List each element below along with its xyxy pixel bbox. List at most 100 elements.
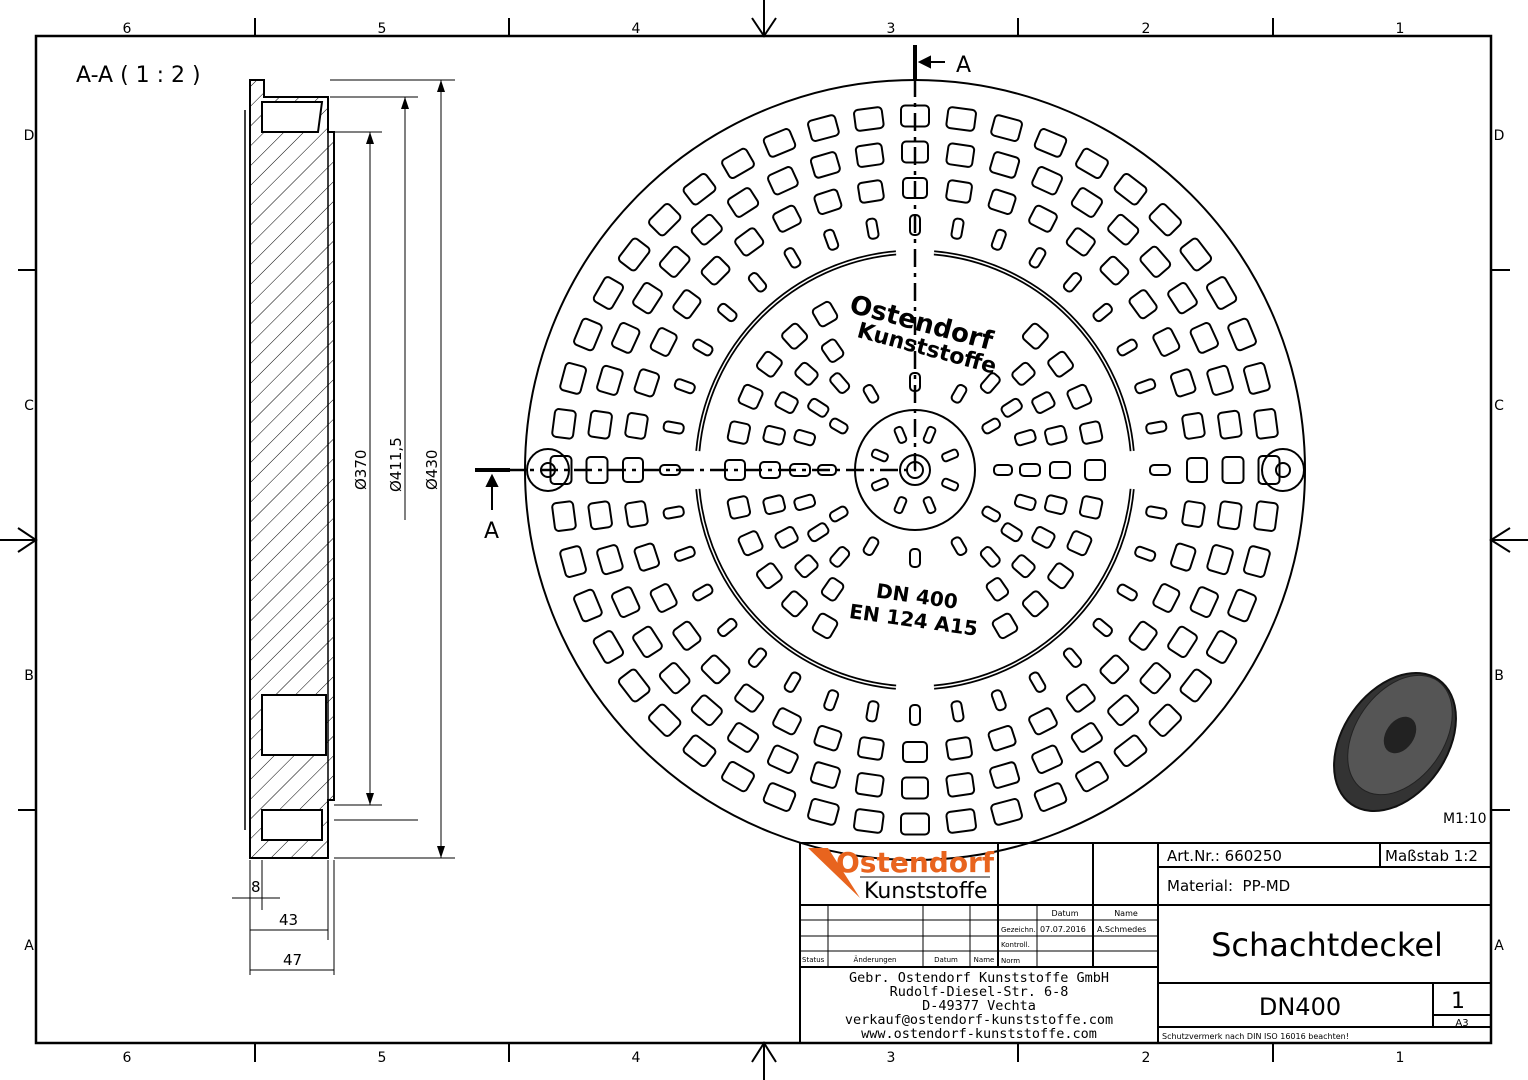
drain-slot bbox=[692, 583, 714, 602]
drain-slot bbox=[829, 372, 851, 394]
drain-slot bbox=[1062, 647, 1083, 668]
company-web: www.ostendorf-kunststoffe.com bbox=[861, 1026, 1097, 1042]
drain-slot bbox=[1000, 522, 1023, 543]
drain-slot bbox=[658, 245, 691, 278]
drain-slot bbox=[592, 276, 625, 310]
drain-slot bbox=[673, 545, 696, 562]
drain-slot bbox=[1019, 463, 1041, 477]
drain-slot bbox=[945, 179, 973, 204]
drain-slot bbox=[981, 505, 1002, 523]
grid-column-label: 4 bbox=[632, 21, 641, 37]
drain-slot bbox=[807, 522, 830, 543]
drain-slot bbox=[632, 282, 663, 315]
grid-row-label: D bbox=[1494, 128, 1505, 144]
drain-slot bbox=[793, 428, 817, 447]
hub-slot bbox=[941, 448, 960, 463]
drain-slot bbox=[737, 530, 764, 557]
drain-slot bbox=[1075, 760, 1109, 793]
hub-slot bbox=[941, 477, 960, 492]
drain-slot bbox=[1044, 494, 1068, 516]
drain-slot bbox=[1189, 322, 1219, 354]
section-title: A-A ( 1 : 2 ) bbox=[76, 63, 201, 88]
drain-slot bbox=[987, 188, 1017, 215]
drain-slot bbox=[700, 255, 731, 286]
grid-column-label: 1 bbox=[1396, 1050, 1405, 1066]
drain-slot bbox=[829, 546, 851, 568]
drain-slot bbox=[672, 289, 702, 320]
drain-slot bbox=[573, 588, 603, 623]
drain-slot bbox=[721, 147, 755, 180]
plan-view: A A Ostendorf Kunststoffe DN 400 EN 124 … bbox=[475, 45, 1306, 861]
drain-slot bbox=[854, 142, 885, 168]
embossed-marking: DN 400 EN 124 A15 bbox=[848, 579, 979, 641]
drain-slot bbox=[774, 526, 799, 549]
drain-slot bbox=[813, 725, 843, 752]
drain-slot bbox=[1116, 583, 1138, 602]
drain-slot bbox=[1206, 544, 1234, 576]
header-name: Name bbox=[1114, 909, 1138, 918]
copyright-notice: Schutzvermerk nach DIN ISO 16016 beachte… bbox=[1162, 1032, 1349, 1041]
dim-8: 8 bbox=[251, 878, 261, 896]
drain-slot bbox=[794, 554, 819, 579]
drain-slot bbox=[1113, 172, 1148, 206]
drain-slot bbox=[756, 350, 783, 378]
drain-slot bbox=[1033, 782, 1068, 812]
drain-slot bbox=[1021, 590, 1049, 618]
drain-slot bbox=[989, 761, 1021, 789]
drain-slot bbox=[1253, 500, 1279, 532]
drain-slot bbox=[559, 545, 587, 578]
drain-slot bbox=[1148, 703, 1182, 737]
drain-slot bbox=[1113, 734, 1148, 768]
drain-slot bbox=[726, 420, 752, 445]
drain-slot bbox=[783, 671, 802, 693]
company-name: Gebr. Ostendorf Kunststoffe GmbH bbox=[849, 970, 1109, 986]
drain-slot bbox=[853, 808, 885, 834]
drain-slot bbox=[1186, 457, 1208, 483]
grid-row-label: A bbox=[24, 938, 34, 954]
drain-slot bbox=[900, 812, 930, 836]
hub-slot bbox=[893, 425, 908, 444]
drain-slot bbox=[649, 583, 678, 613]
drain-slot bbox=[1099, 654, 1130, 685]
drain-slot bbox=[648, 203, 682, 237]
drain-slot bbox=[1128, 289, 1158, 320]
drain-slot bbox=[1062, 272, 1083, 293]
drain-slot bbox=[756, 562, 783, 590]
company-city: D-49377 Vechta bbox=[922, 998, 1036, 1014]
drain-slot bbox=[727, 187, 760, 218]
company-street: Rudolf-Diesel-Str. 6-8 bbox=[890, 984, 1069, 1000]
drain-slot bbox=[1152, 583, 1181, 613]
drain-slot bbox=[1206, 364, 1234, 396]
grid-row-label: B bbox=[24, 668, 34, 684]
article-number: Art.Nr.: 660250 bbox=[1167, 847, 1282, 865]
drain-slot bbox=[1181, 500, 1206, 528]
drain-slot bbox=[990, 689, 1007, 712]
drain-slot bbox=[1011, 361, 1036, 386]
drain-slot bbox=[648, 703, 682, 737]
drawn-date: 07.07.2016 bbox=[1040, 925, 1086, 934]
drain-slot bbox=[820, 338, 845, 363]
drain-slot bbox=[1189, 586, 1219, 618]
drain-slot bbox=[767, 744, 799, 774]
drain-slot bbox=[1227, 317, 1257, 352]
drain-slot bbox=[762, 424, 786, 446]
dim-d370: Ø370 bbox=[352, 450, 370, 490]
grid-row-label: B bbox=[1494, 668, 1504, 684]
drain-slot bbox=[828, 505, 849, 523]
drain-slot bbox=[633, 368, 660, 398]
drain-slot bbox=[1047, 350, 1074, 378]
drain-slot bbox=[1028, 707, 1058, 736]
drain-slot bbox=[690, 213, 723, 246]
drain-slot bbox=[1116, 338, 1138, 357]
drain-slot bbox=[611, 586, 641, 618]
drain-slot bbox=[1070, 187, 1103, 218]
drain-slot bbox=[1021, 322, 1049, 350]
drain-slot bbox=[945, 106, 977, 132]
drain-slot bbox=[1092, 617, 1113, 638]
isometric-thumbnail: M1:10 bbox=[1333, 671, 1487, 827]
drain-slot bbox=[813, 188, 843, 215]
drain-slot bbox=[1078, 420, 1104, 445]
drain-slot bbox=[1139, 662, 1172, 695]
drain-slot bbox=[624, 500, 649, 528]
